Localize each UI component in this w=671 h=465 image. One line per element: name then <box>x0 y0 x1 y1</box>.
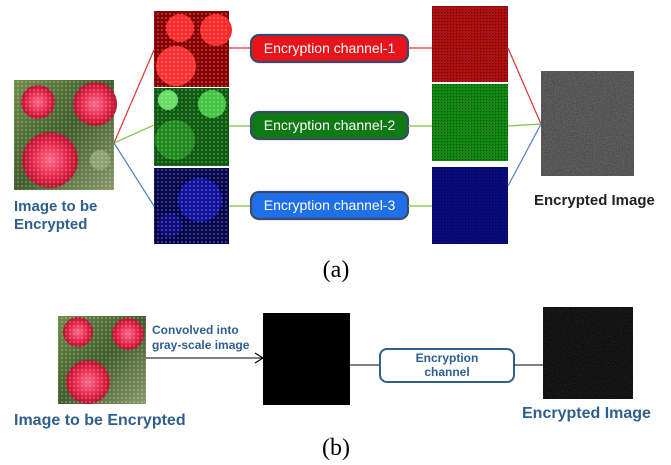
encryption-channel-3-label: Encryption channel-3 <box>264 197 396 213</box>
red-channel-image <box>154 11 232 87</box>
blue-channel-image <box>154 168 229 244</box>
encrypted-green-image <box>432 84 508 161</box>
caption-b: (b) <box>322 435 350 461</box>
encrypted-blue-image <box>432 167 508 244</box>
panel-a: Encryption channel-1 Encryption channel-… <box>14 6 655 283</box>
source-image-a <box>14 80 117 190</box>
encrypted-output-image-b <box>543 307 633 399</box>
convolve-label-line2: gray-scale image <box>152 338 250 352</box>
merge-line-red <box>507 47 542 125</box>
encryption-channel-label-line2: channel <box>424 365 469 379</box>
encryption-channel-3: Encryption channel-3 <box>249 190 410 221</box>
convolve-label-line1: Convolved into <box>152 323 239 337</box>
caption-a: (a) <box>323 257 350 283</box>
merge-line-green <box>507 123 542 127</box>
source-image-b <box>58 316 146 404</box>
output-label-a: Encrypted Image <box>534 192 655 209</box>
split-line-red <box>113 49 155 144</box>
encryption-channel-1: Encryption channel-1 <box>249 33 410 64</box>
encryption-channel-2: Encryption channel-2 <box>249 110 410 141</box>
source-label-b: Image to be Encrypted <box>14 412 186 429</box>
encryption-channel-box: Encryption channel <box>379 348 515 383</box>
encryption-channel-label-line1: Encryption <box>416 351 479 365</box>
split-line-blue <box>113 142 155 207</box>
panel-b: Convolved into gray-scale image Encrypti… <box>14 307 651 461</box>
output-label-b: Encrypted Image <box>522 405 651 422</box>
grayscale-image <box>263 313 350 405</box>
green-channel-image <box>154 88 229 166</box>
split-line-green <box>113 124 155 144</box>
source-label-a-line2: Encrypted <box>14 216 87 233</box>
source-label-a-line1: Image to be <box>14 198 97 215</box>
encrypted-output-image-a <box>541 71 634 176</box>
encryption-channel-1-label: Encryption channel-1 <box>264 40 396 56</box>
encryption-channel-2-label: Encryption channel-2 <box>264 117 396 133</box>
encrypted-red-image <box>432 6 508 82</box>
merge-line-blue <box>507 123 542 187</box>
